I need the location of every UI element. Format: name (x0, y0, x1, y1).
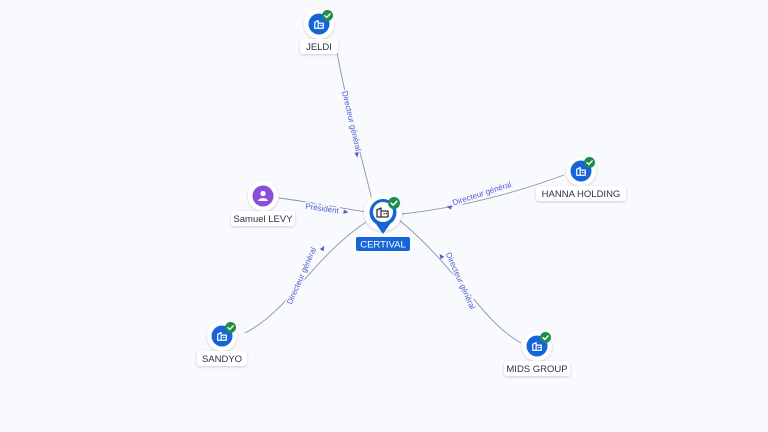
edge-label-hanna: Directeur général (451, 180, 512, 208)
node-label-box (197, 351, 247, 366)
edge-mids (397, 218, 522, 344)
node-mids-group[interactable]: MIDS GROUP (504, 331, 570, 376)
node-label: MIDS GROUP (506, 364, 567, 375)
node-hanna-holding[interactable]: HANNA HOLDING (536, 156, 626, 201)
edge-label-samuel: Président (305, 202, 340, 216)
edge-label-sandyo: Directeur général (285, 246, 318, 306)
node-label-box (504, 361, 570, 376)
center-node-label-box (356, 237, 410, 251)
edge-arrow-samuel (343, 209, 349, 214)
edge-arrow-hanna (446, 205, 452, 210)
node-label-box (231, 211, 295, 226)
edge-samuel (278, 197, 367, 213)
node-label: JELDI (306, 42, 332, 53)
node-samuel-levy[interactable]: Samuel LEVY (231, 181, 295, 226)
verified-check-icon (584, 157, 595, 168)
verified-check-icon (540, 332, 551, 343)
edge-sandyo (244, 221, 367, 334)
edge-label-jeldi: Directeur général (340, 90, 363, 152)
verified-check-icon (388, 197, 400, 209)
person-icon (258, 190, 268, 201)
node-jeldi[interactable]: JELDI (300, 9, 338, 54)
node-label: Samuel LEVY (233, 214, 293, 225)
verified-check-icon (225, 322, 236, 333)
node-sandyo[interactable]: SANDYO (197, 321, 247, 366)
node-label: HANNA HOLDING (542, 189, 621, 200)
building-icon (376, 207, 389, 218)
verified-check-icon (322, 10, 333, 21)
edge-jeldi (334, 40, 373, 201)
edge-arrow-mids (439, 253, 445, 260)
edge-label-mids: Directeur général (444, 251, 477, 311)
node-label-box (300, 39, 338, 54)
center-node-label: CERTIVAL (360, 240, 406, 251)
edge-arrow-sandyo (319, 245, 325, 252)
node-label: SANDYO (202, 354, 242, 365)
node-label-box (536, 186, 626, 201)
edge-hanna (401, 174, 565, 215)
center-node-certival[interactable]: CERTIVAL (356, 193, 410, 251)
edge-arrow-jeldi (354, 152, 359, 158)
